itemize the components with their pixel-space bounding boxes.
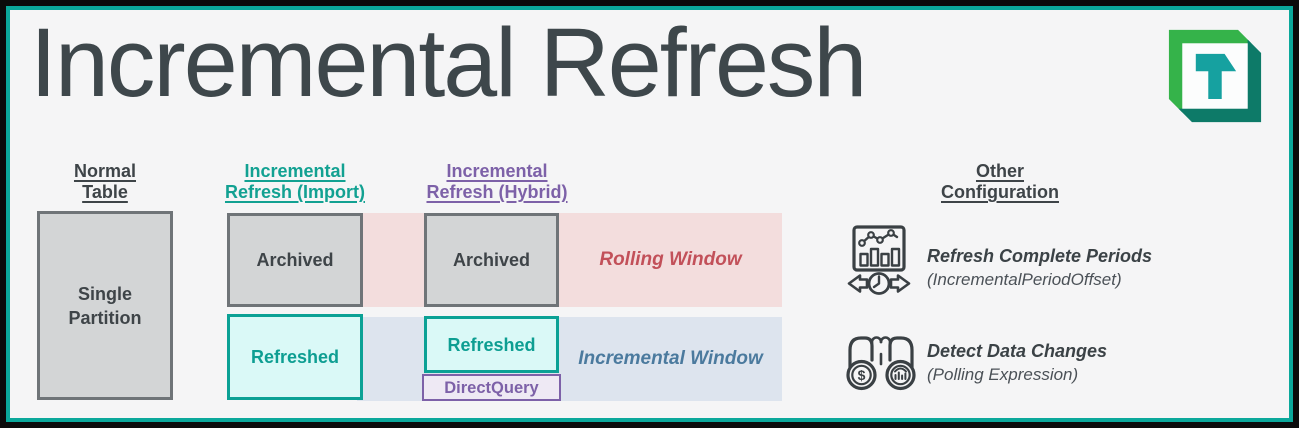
dollar-glyph: $	[858, 367, 866, 383]
header-other-configuration: Other Configuration	[941, 161, 1059, 202]
header-incremental-refresh-import: Incremental Refresh (Import)	[224, 161, 365, 202]
refresh-complete-periods-title: Refresh Complete Periods	[927, 246, 1153, 266]
rolling-window-label: Rolling Window	[599, 249, 742, 270]
tabular-editor-logo	[1168, 29, 1262, 123]
logo-t-glyph	[1195, 53, 1237, 100]
page-title: Incremental Refresh	[30, 8, 867, 117]
detect-data-changes-title: Detect Data Changes	[927, 341, 1108, 361]
single-partition-box: Single Partition	[37, 211, 173, 400]
import-refreshed-box: Refreshed	[227, 314, 363, 400]
detect-data-changes-item: Detect Data Changes (Polling Expression)	[927, 341, 1107, 385]
polling-expression-subtitle: (Polling Expression)	[927, 365, 1079, 384]
directquery-box: DirectQuery	[422, 374, 561, 401]
import-archived-box: Archived	[227, 213, 363, 307]
incremental-window-label: Incremental Window	[578, 348, 763, 369]
hybrid-refreshed-box: Refreshed	[424, 316, 559, 373]
refresh-complete-periods-item: Refresh Complete Periods (IncrementalPer…	[927, 246, 1152, 290]
chart-clock-offset-icon	[847, 225, 911, 295]
hybrid-archived-box: Archived	[424, 213, 559, 307]
header-normal-table: Normal Table	[73, 161, 136, 202]
incremental-period-offset-subtitle: (IncrementalPeriodOffset)	[927, 270, 1122, 289]
binoculars-icon: $	[846, 336, 916, 391]
header-incremental-refresh-hybrid: Incremental Refresh (Hybrid)	[426, 161, 568, 202]
